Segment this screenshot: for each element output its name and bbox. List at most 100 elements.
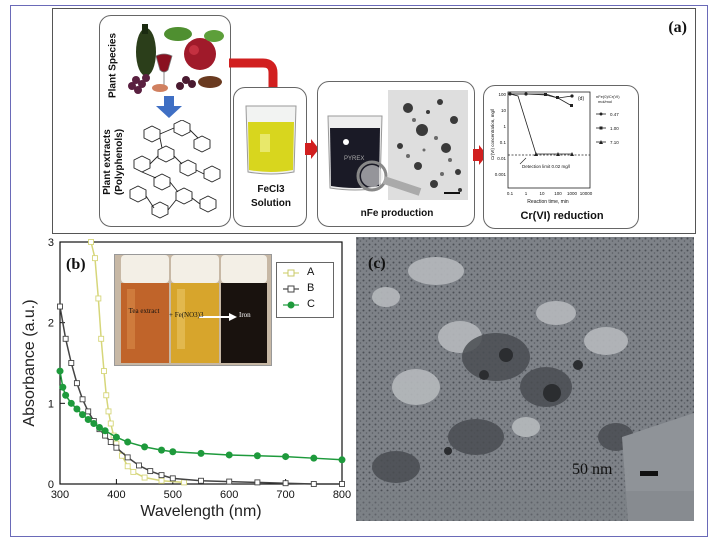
panel-b-label: (b) — [66, 256, 86, 273]
cr-xtick: 1000 — [567, 191, 578, 196]
data-point-b — [124, 454, 131, 461]
data-point-a — [103, 392, 110, 399]
tem-image — [356, 237, 694, 521]
data-point-b — [169, 475, 176, 482]
tea-extract-label: Tea extract — [128, 307, 160, 315]
plant-panel: Plant Species Plant extra — [99, 15, 231, 227]
panel-b-legend: A B C — [276, 262, 334, 318]
panel-c-tem-image: (c) 50 nm — [356, 237, 694, 521]
cr-xtick: 0.1 — [507, 191, 514, 196]
legend-label-c: C — [307, 298, 315, 310]
fruit-wine-image — [128, 24, 224, 94]
data-point-a — [101, 368, 107, 375]
cr-legend-title: nFe(0)/Cr(VI) — [596, 94, 620, 99]
legend-label-b: B — [307, 282, 315, 294]
y-tick-label: 0 — [48, 479, 54, 491]
cr-ytick: 1 — [503, 124, 506, 129]
series-line-c — [59, 370, 343, 461]
cr-reduction-chart: Cr(VI) concentration, mg/l 100 10 1 0.1 … — [490, 91, 620, 205]
data-point-c — [101, 427, 109, 435]
data-point-b — [226, 478, 233, 485]
magnifier-icon — [356, 160, 422, 196]
x-tick-label: 600 — [220, 489, 238, 501]
fecl3-panel: FeCl3 Solution — [233, 87, 307, 227]
nfe-production-label: nFe production — [360, 208, 434, 219]
data-point-c — [84, 415, 92, 423]
series-line-a — [90, 241, 185, 484]
data-point-b — [57, 303, 63, 310]
data-point-c — [79, 411, 87, 419]
cr-series-710 — [509, 93, 572, 155]
cr-xtick: 100 — [554, 191, 562, 196]
svg-text:PYREX: PYREX — [344, 156, 364, 162]
data-point-b — [107, 439, 114, 446]
figure-frame — [10, 5, 708, 537]
cr-xtick: 10 — [539, 191, 545, 196]
data-point-b — [158, 472, 165, 479]
fecl3-line2: Solution — [251, 198, 291, 209]
data-point-c — [338, 456, 346, 464]
cr-legend-item: 7.10 — [610, 140, 619, 145]
data-point-c — [169, 448, 177, 456]
data-point-b — [282, 480, 289, 487]
cr-ytick: 0.001 — [495, 172, 507, 177]
nfe-panel: PYREX nFe production — [317, 81, 475, 227]
beaker-yellow — [245, 105, 297, 175]
data-point-c — [253, 452, 261, 460]
y-axis-label: Absorbance (a.u.) — [21, 299, 38, 426]
cr-legend-item: 0.47 — [610, 112, 619, 117]
data-point-c — [158, 446, 166, 454]
cr-ytick: 10 — [501, 108, 507, 113]
y-tick-label: 3 — [48, 237, 54, 249]
vials-image — [115, 255, 271, 365]
cr-legend-title-unit: mol/mol — [598, 99, 612, 104]
data-point-b — [136, 462, 142, 469]
series-line-b — [59, 306, 342, 485]
x-tick-label: 400 — [107, 489, 125, 501]
y-tick-label: 2 — [48, 318, 54, 330]
y-tick-label: 1 — [48, 398, 54, 410]
panel-a: (a) Plant Species — [52, 8, 696, 234]
data-point-c — [59, 383, 67, 391]
plant-extracts-line1: Plant extracts — [102, 129, 113, 195]
data-point-c — [90, 420, 98, 427]
scale-bar-label: 50 nm — [572, 461, 613, 478]
x-tick-label: 700 — [276, 489, 294, 501]
data-point-a — [141, 474, 148, 481]
data-point-a — [107, 420, 114, 427]
legend-entry-c — [283, 301, 299, 309]
tem-micrograph-image — [388, 90, 468, 200]
right-arrow-icon — [305, 139, 319, 159]
data-point-b — [73, 380, 80, 387]
x-tick-label: 300 — [51, 489, 69, 501]
cr-ytick: 0.1 — [500, 140, 507, 145]
detection-limit-label: Detection limit 0.02 mg/l — [522, 164, 570, 169]
down-arrow-icon — [156, 96, 182, 118]
data-point-c — [73, 405, 81, 413]
data-point-c — [282, 453, 290, 461]
polyphenol-structure — [129, 120, 221, 219]
data-point-b — [79, 396, 86, 403]
x-tick-label: 500 — [164, 489, 182, 501]
x-axis-label: Wavelength (nm) — [140, 503, 261, 520]
data-point-a — [158, 477, 165, 484]
data-point-a — [88, 239, 94, 245]
data-point-b — [68, 360, 75, 366]
plot-frame — [59, 241, 343, 485]
data-point-c — [67, 399, 75, 407]
cr-reduction-label: Cr(VI) reduction — [520, 210, 604, 222]
data-point-a — [181, 479, 188, 486]
legend-entry-a — [283, 269, 299, 277]
data-point-c — [56, 367, 64, 375]
cr-legend-item: 1.00 — [610, 126, 619, 131]
data-point-a — [95, 295, 102, 302]
cr-panel: Cr(VI) concentration, mg/l 100 10 1 0.1 … — [483, 85, 639, 229]
data-point-b — [62, 335, 69, 342]
data-point-a — [130, 468, 137, 475]
right-arrow-icon — [473, 145, 487, 165]
data-point-b — [254, 479, 261, 486]
plant-species-label: Plant Species — [107, 32, 119, 99]
cr-inset-tag: (d) — [578, 96, 584, 102]
data-point-a — [92, 255, 98, 262]
